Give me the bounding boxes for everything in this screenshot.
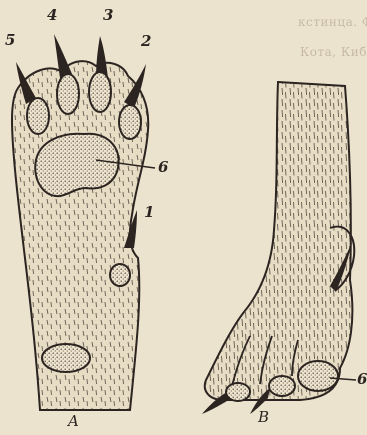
pad-label-a: 6 bbox=[158, 160, 168, 175]
toe-pad-2 bbox=[119, 105, 141, 139]
caption-a: A bbox=[68, 414, 79, 429]
toe-pad-b-2 bbox=[269, 376, 295, 396]
paw-a bbox=[12, 34, 155, 410]
bleed-through-line-2: Кота, Киб bbox=[300, 45, 367, 59]
toe-pad-5 bbox=[27, 98, 49, 134]
carpal-pad bbox=[42, 344, 90, 372]
dewclaw-pad bbox=[110, 264, 130, 286]
caption-b: B bbox=[258, 410, 269, 425]
paw-b-fur-texture bbox=[205, 82, 353, 400]
toe-pad-b-1 bbox=[226, 383, 250, 401]
toe-pad-4 bbox=[57, 74, 79, 114]
pad-label-b: 6 bbox=[357, 372, 367, 387]
bleed-through-line-1: кстинца. Ф bbox=[298, 15, 367, 29]
toe-label-5: 5 bbox=[5, 33, 15, 48]
paw-b bbox=[202, 82, 356, 414]
toe-label-2: 2 bbox=[141, 34, 151, 49]
toe-label-3: 3 bbox=[103, 8, 113, 23]
toe-label-1: 1 bbox=[144, 205, 154, 220]
main-pad-b bbox=[298, 361, 338, 391]
toe-label-4: 4 bbox=[47, 8, 57, 23]
toe-pad-3 bbox=[89, 72, 111, 112]
